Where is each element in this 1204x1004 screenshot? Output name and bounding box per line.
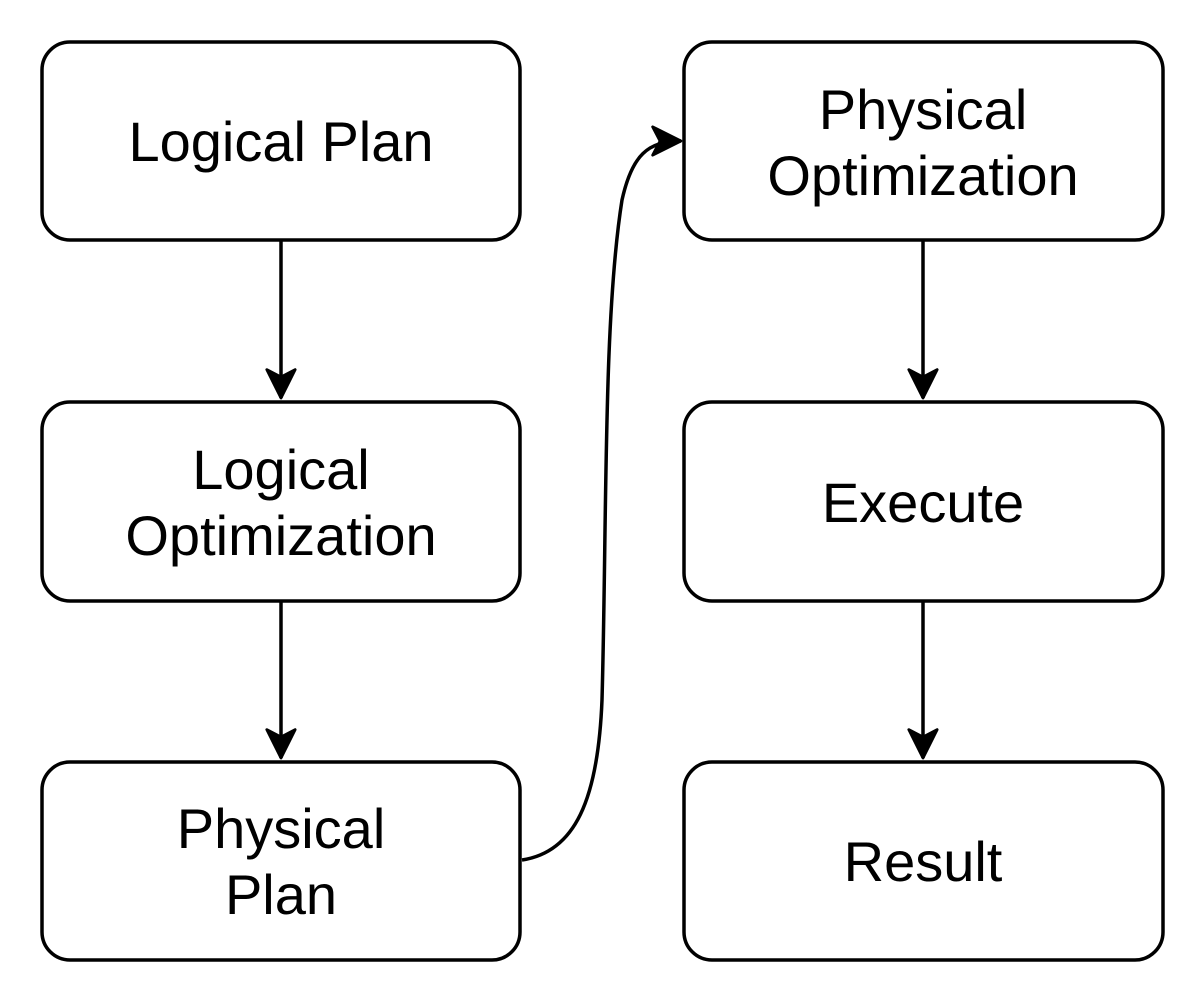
node-physical-plan-label-line-1: Physical (177, 797, 386, 860)
node-logical-plan: Logical Plan (40, 40, 522, 242)
node-logical-plan-box (40, 40, 522, 242)
node-physical-plan-box (40, 760, 522, 962)
node-logical-optimization: Logical Optimization (40, 400, 522, 603)
node-execute-box (682, 400, 1165, 603)
node-physical-optimization-label-line-1: Physical (819, 78, 1028, 141)
node-physical-plan: Physical Plan (40, 760, 522, 962)
node-execute: Execute (682, 400, 1165, 603)
edges-layer (265, 125, 939, 862)
node-result: Result (682, 760, 1165, 962)
node-logical-optimization-label-line-2: Optimization (125, 504, 436, 567)
node-physical-optimization-box (682, 40, 1165, 242)
node-logical-optimization-label-line-1: Logical (192, 438, 369, 501)
node-physical-plan-label-line-2: Plan (225, 863, 337, 926)
node-logical-plan-label: Logical Plan (128, 110, 433, 173)
edge-physical-plan-to-physical-optimization (521, 125, 683, 862)
node-physical-optimization: Physical Optimization (682, 40, 1165, 242)
node-execute-label: Execute (822, 471, 1024, 534)
node-result-label: Result (844, 830, 1003, 893)
node-logical-optimization-box (40, 400, 522, 603)
node-result-box (682, 760, 1165, 962)
nodes-layer: Logical Plan Logical Optimization Physic… (40, 40, 1165, 962)
node-physical-optimization-label-line-2: Optimization (767, 144, 1078, 207)
